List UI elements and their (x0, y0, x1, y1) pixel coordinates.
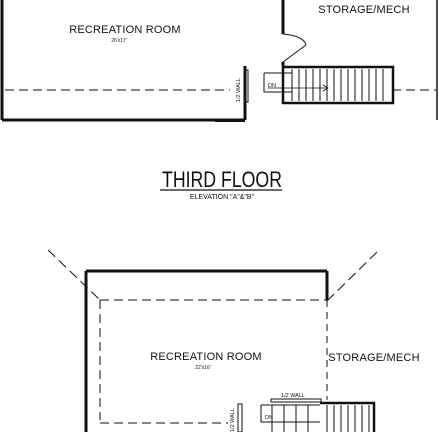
plan-a (0, 0, 438, 122)
plan-b-room-label: RECREATION ROOM (150, 351, 262, 363)
plan-a-room-dims: 26'x17' (111, 38, 127, 44)
plan-b-half-wall-top (270, 398, 322, 403)
plan-b-hip-line-right (325, 251, 378, 303)
plan-b-stair-outline (320, 401, 376, 432)
plan-b-half-wall-side (237, 403, 243, 432)
plan-b (47, 249, 378, 432)
plan-b-half-wall-side-label: 1/2 WALL (230, 408, 236, 432)
plan-a-half-wall-label: 1/2 WALL (236, 78, 242, 102)
plan-a-room-label: RECREATION ROOM (69, 24, 181, 36)
drawing-title: THIRD FLOOR (162, 167, 282, 192)
plan-a-storage-label: STORAGE/MECH (318, 4, 409, 16)
drawing-subtitle: ELEVATION "A"&"B" (190, 194, 255, 201)
plan-a-stair-dn-label: DN (268, 83, 276, 89)
plan-a-stair-arrow (268, 84, 329, 92)
plan-a-half-wall (243, 69, 249, 103)
plan-b-hip-line-left (47, 249, 101, 301)
plan-b-storage-label: STORAGE/MECH (328, 352, 419, 364)
plan-b-stair-inner (260, 404, 320, 432)
plan-b-room-dims: 22'x16' (195, 365, 211, 371)
plan-a-door-arc (282, 33, 307, 46)
plan-b-half-wall-top-label: 1/2 WALL (281, 393, 305, 399)
plan-a-door-leaf (282, 44, 307, 63)
plan-a-stair-inner (263, 72, 292, 93)
plan-b-stair-treads (326, 405, 370, 432)
plan-a-stair-outline (281, 65, 395, 105)
plan-a-stair-treads (291, 69, 384, 101)
plan-b-stair-dn-label: DN (265, 415, 273, 421)
